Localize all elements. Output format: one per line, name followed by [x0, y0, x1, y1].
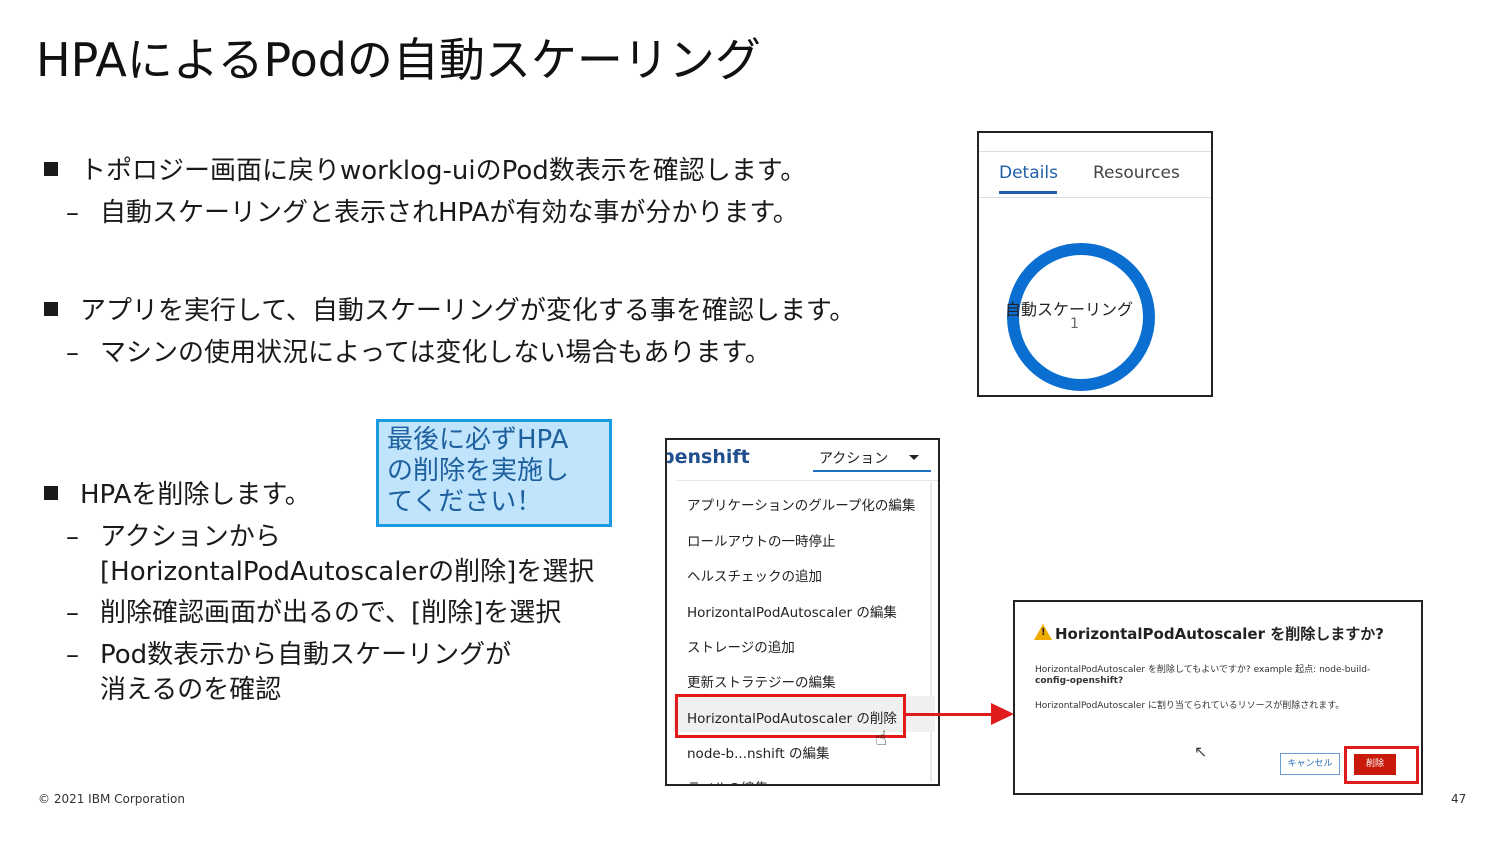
ring-label: 自動スケーリング: [1005, 300, 1134, 319]
dialog-text-line-3: HorizontalPodAutoscaler に割り当てられているリソースが削…: [1035, 701, 1345, 711]
warning-triangle-icon: [1034, 624, 1052, 640]
action-menu-screenshot: penshift アクション アプリケーションのグループ化の編集 ロールアウトの…: [665, 438, 940, 786]
bullet-square-icon: [44, 301, 58, 316]
dialog-text-line-1: HorizontalPodAutoscaler を削除してもよいですか? exa…: [1035, 665, 1371, 675]
delete-dialog-screenshot: ! HorizontalPodAutoscaler を削除しますか? Horiz…: [1013, 600, 1423, 795]
arrow-line: [905, 713, 993, 716]
sub-bullet-3-2: –削除確認画面が出るので、[削除]を選択: [66, 592, 561, 629]
bullet-3: HPAを削除します。: [44, 474, 311, 511]
arrow-head-icon: [991, 703, 1014, 725]
actions-dropdown-button[interactable]: アクション: [813, 444, 931, 472]
details-panel-screenshot: Details Resources 自動スケーリング 1: [977, 131, 1213, 397]
callout-line: てください！: [387, 487, 543, 517]
sub-bullet-3-1-text: アクションから: [100, 522, 281, 552]
menu-item-add-health-check[interactable]: ヘルスチェックの追加: [687, 569, 822, 585]
sub-bullet-2-1: –マシンの使用状況によっては変化しない場合もあります。: [66, 332, 771, 369]
menu-item-edit-hpa[interactable]: HorizontalPodAutoscaler の編集: [687, 605, 897, 621]
sub-bullet-1-1-text: 自動スケーリングと表示されHPAが有効な事が分かります。: [100, 198, 799, 228]
sub-bullet-3-2-text: 削除確認画面が出るので、[削除]を選択: [100, 598, 562, 628]
caret-down-icon: [909, 455, 919, 460]
dash-icon: –: [66, 338, 79, 368]
divider: [979, 197, 1211, 198]
bullet-square-icon: [44, 485, 58, 500]
sub-bullet-3-1: –アクションから: [66, 516, 281, 553]
menu-item-edit-update-strategy[interactable]: 更新ストラテジーの編集: [687, 675, 836, 691]
menu-item-add-storage[interactable]: ストレージの追加: [687, 640, 795, 656]
footer-copyright: © 2021 IBM Corporation: [38, 792, 185, 806]
sub-bullet-3-3: –Pod数表示から自動スケーリングが: [66, 634, 511, 671]
callout-line: 最後に必ずHPA: [387, 425, 569, 455]
cancel-button[interactable]: キャンセル: [1280, 753, 1340, 775]
bullet-2: アプリを実行して、自動スケーリングが変化する事を確認します。: [44, 290, 855, 327]
actions-dropdown-label: アクション: [819, 451, 889, 467]
menu-item-hover-bg: [673, 696, 935, 732]
warning-exclamation: !: [1041, 627, 1046, 638]
menu-item-edit-app-grouping[interactable]: アプリケーションのグループ化の編集: [687, 498, 916, 514]
brand-label: penshift: [665, 446, 750, 468]
divider: [677, 480, 938, 481]
callout-box: 最後に必ずHPA の削除を実施し てください！: [376, 419, 612, 527]
dash-icon: –: [66, 640, 79, 670]
sub-bullet-2-1-text: マシンの使用状況によっては変化しない場合もあります。: [100, 338, 771, 368]
tab-resources[interactable]: Resources: [1093, 163, 1180, 183]
highlight-box: [675, 694, 906, 738]
page-number: 47: [1451, 792, 1467, 806]
dialog-title: HorizontalPodAutoscaler を削除しますか?: [1055, 625, 1384, 643]
sub-bullet-3-1-cont: [HorizontalPodAutoscalerの削除]を選択: [100, 551, 594, 588]
delete-button[interactable]: 削除: [1354, 754, 1396, 775]
sub-bullet-1-1: –自動スケーリングと表示されHPAが有効な事が分かります。: [66, 192, 799, 229]
pointer-cursor-icon: ↖: [1194, 742, 1208, 761]
dash-icon: –: [66, 198, 79, 228]
hand-cursor-icon: ☝: [875, 726, 888, 750]
bullet-2-text: アプリを実行して、自動スケーリングが変化する事を確認します。: [80, 296, 856, 326]
sub-bullet-3-3-text: Pod数表示から自動スケーリングが: [100, 640, 512, 670]
divider: [979, 151, 1211, 152]
ring-count: 1: [1070, 316, 1079, 332]
highlight-box: [1344, 746, 1419, 784]
menu-item-edit-deployment[interactable]: node-b...nshift の編集: [687, 746, 830, 762]
bullet-1: トポロジー画面に戻りworklog-uiのPod数表示を確認します。: [44, 150, 806, 187]
active-tab-indicator: [999, 191, 1057, 194]
callout-line: の削除を実施し: [387, 456, 570, 486]
dash-icon: –: [66, 598, 79, 628]
bullet-3-text: HPAを削除します。: [80, 480, 311, 510]
menu-item-delete-hpa[interactable]: HorizontalPodAutoscaler の削除: [687, 711, 897, 727]
dash-icon: –: [66, 522, 79, 552]
menu-item-pause-rollout[interactable]: ロールアウトの一時停止: [687, 534, 836, 550]
slide-title: HPAによるPodの自動スケーリング: [36, 33, 761, 87]
sub-bullet-3-3-cont: 消えるのを確認: [100, 669, 281, 706]
bullet-square-icon: [44, 161, 58, 176]
sub-bullet-3-3-cont-text: 消えるのを確認: [100, 675, 282, 705]
menu-item-edit-labels[interactable]: ラベルの編集: [687, 777, 768, 784]
tab-details[interactable]: Details: [999, 163, 1058, 183]
menu-scrollbar[interactable]: [930, 482, 932, 782]
dialog-text-line-2: config-openshift?: [1035, 676, 1124, 686]
bullet-1-text: トポロジー画面に戻りworklog-uiのPod数表示を確認します。: [80, 156, 807, 186]
sub-bullet-3-1-cont-text: [HorizontalPodAutoscalerの削除]を選択: [100, 557, 595, 587]
